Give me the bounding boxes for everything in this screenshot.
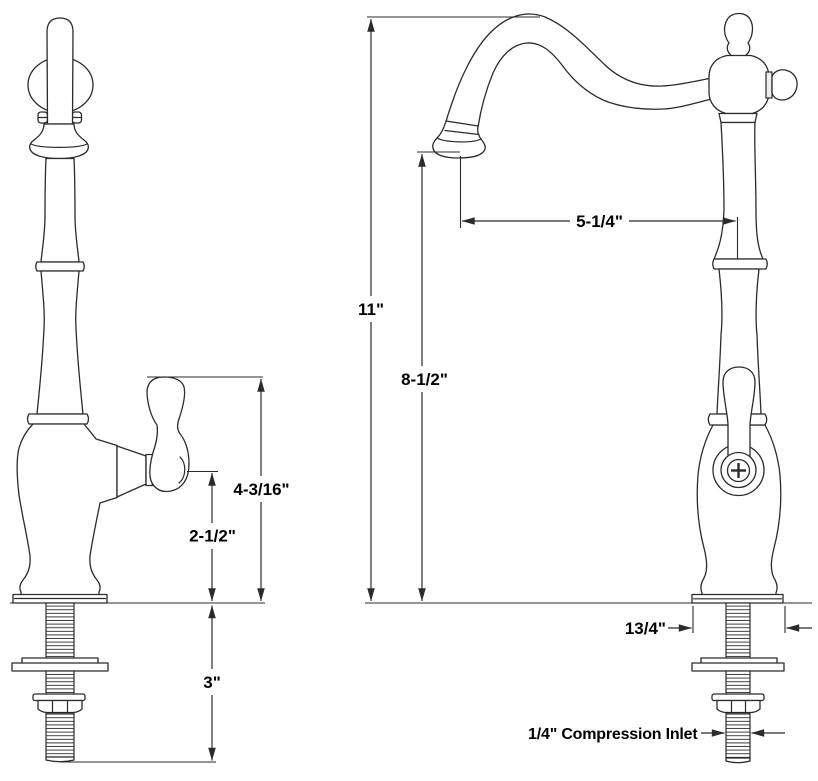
nut-ring-side xyxy=(32,693,86,702)
mounting-nut-side xyxy=(37,699,83,714)
dim-label-spout-reach: 5-1/4" xyxy=(576,212,623,231)
collar-front xyxy=(718,112,758,124)
screw-cross-icon xyxy=(731,463,746,478)
handle-neck-band xyxy=(765,71,773,99)
nut-ring-front xyxy=(711,693,765,702)
shank-tip-side xyxy=(45,756,75,763)
shank-threads-front xyxy=(725,602,751,660)
upper-ring-side xyxy=(35,261,85,272)
mid-column-side xyxy=(36,270,84,415)
shank-threads-side xyxy=(45,602,75,660)
dim-label-base-width: 13/4" xyxy=(625,619,666,638)
body-side xyxy=(16,423,118,596)
dim-label-handle-center: 2-1/2" xyxy=(189,527,236,546)
washer-plate-side xyxy=(11,662,109,672)
top-lever-side xyxy=(46,17,74,125)
handle-end-ball xyxy=(771,69,798,101)
shank-threads3-front xyxy=(725,712,751,759)
valve-cone-side xyxy=(116,445,147,498)
spout-front xyxy=(445,13,713,128)
dim-label-inlet: 1/4" Compression Inlet xyxy=(528,726,698,743)
dim-label-handle-top: 4-3/16" xyxy=(233,480,289,499)
shank-threads3-side xyxy=(45,712,75,758)
valve-body-front xyxy=(708,54,770,115)
dim-label-shank-length: 3" xyxy=(203,673,221,692)
dimension-annotations: 11" 8-1/2" 5-1/4" 4-3/16" 2-1/2" 3" 13/4… xyxy=(10,16,812,763)
faucet-side-view xyxy=(11,17,190,763)
dim-label-overall-height: 11" xyxy=(358,300,384,319)
lower-ring-side xyxy=(26,413,90,425)
faucet-front-view xyxy=(432,12,798,764)
front-lever-tongue xyxy=(722,366,756,459)
upper-ring-front xyxy=(712,258,768,270)
dim-label-spout-clearance: 8-1/2" xyxy=(401,370,448,389)
shank-threads2-front xyxy=(725,670,751,696)
mounting-nut-front xyxy=(716,699,761,714)
bonnet-side xyxy=(28,123,90,160)
side-lever-handle xyxy=(146,376,190,493)
shank-threads2-side xyxy=(45,670,75,696)
upper-column-front xyxy=(713,121,764,260)
neck-side xyxy=(40,157,80,263)
shank-tip-front xyxy=(725,757,751,764)
washer-plate-front xyxy=(691,662,785,672)
top-lever-front xyxy=(723,12,754,59)
